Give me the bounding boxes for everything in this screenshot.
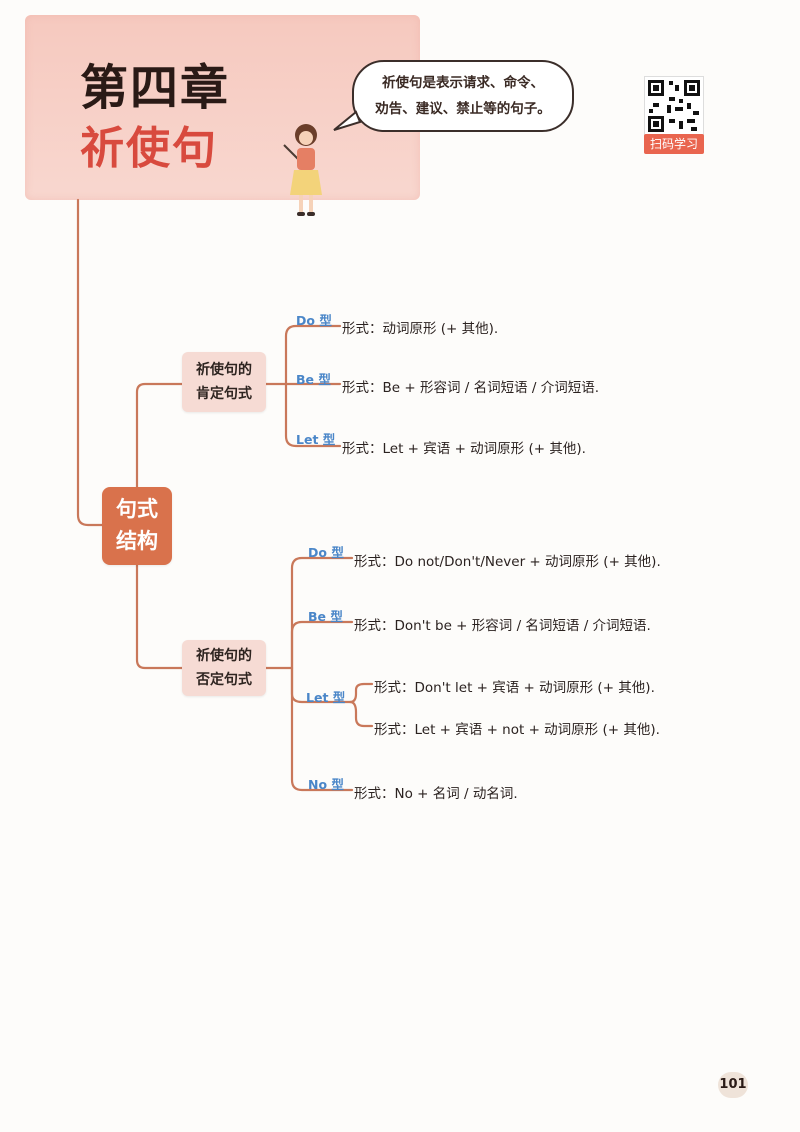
node-line: 肯定句式: [196, 386, 252, 402]
positive-form-node: 祈使句的 肯定句式: [182, 352, 266, 412]
bubble-line: 祈使句是表示请求、命令、: [382, 75, 544, 91]
node-line: 否定句式: [196, 672, 252, 688]
qr-code-icon: [648, 80, 700, 132]
branch-form-text: 形式：Let + 宾语 + 动词原形 (+ 其他).: [342, 441, 586, 457]
branch-type-label: No 型: [308, 777, 344, 792]
branch-form-text: 形式：Let + 宾语 + not + 动词原形 (+ 其他).: [374, 722, 660, 738]
page-number: 101: [718, 1072, 748, 1098]
branch-type-label: Let 型: [306, 690, 346, 705]
branch-type-label: Be 型: [296, 372, 331, 387]
bubble-tail: [333, 110, 362, 131]
branch-type-label: Be 型: [308, 609, 343, 624]
chapter-number: 第四章: [80, 60, 231, 116]
branch-form-text: 形式：Don't be + 形容词 / 名词短语 / 介词短语.: [354, 618, 651, 634]
node-line: 祈使句的: [196, 648, 252, 664]
branch-type-label: Do 型: [308, 545, 344, 560]
branch-form-text: 形式：Do not/Don't/Never + 动词原形 (+ 其他).: [354, 554, 661, 570]
negative-form-node: 祈使句的 否定句式: [182, 640, 266, 696]
qr-label: 扫码学习: [644, 134, 704, 154]
qr-code[interactable]: [644, 76, 704, 136]
speech-bubble: 祈使句是表示请求、命令、 劝告、建议、禁止等的句子。: [352, 60, 574, 132]
root-node-sentence-structure: 句式 结构: [102, 487, 172, 565]
branch-form-text: 形式：No + 名词 / 动名词.: [354, 786, 518, 802]
root-line: 句式: [116, 497, 158, 521]
node-line: 祈使句的: [196, 362, 252, 378]
branch-form-text: 形式：动词原形 (+ 其他).: [342, 321, 499, 337]
branch-form-text: 形式：Be + 形容词 / 名词短语 / 介词短语.: [342, 380, 600, 396]
branch-form-text: 形式：Don't let + 宾语 + 动词原形 (+ 其他).: [374, 680, 655, 696]
chapter-title: 祈使句: [80, 123, 218, 174]
teacher-illustration-icon: [283, 124, 322, 216]
branch-type-label: Let 型: [296, 432, 336, 447]
branch-type-label: Do 型: [296, 313, 332, 328]
bubble-line: 劝告、建议、禁止等的句子。: [375, 101, 551, 117]
root-line: 结构: [116, 529, 158, 553]
